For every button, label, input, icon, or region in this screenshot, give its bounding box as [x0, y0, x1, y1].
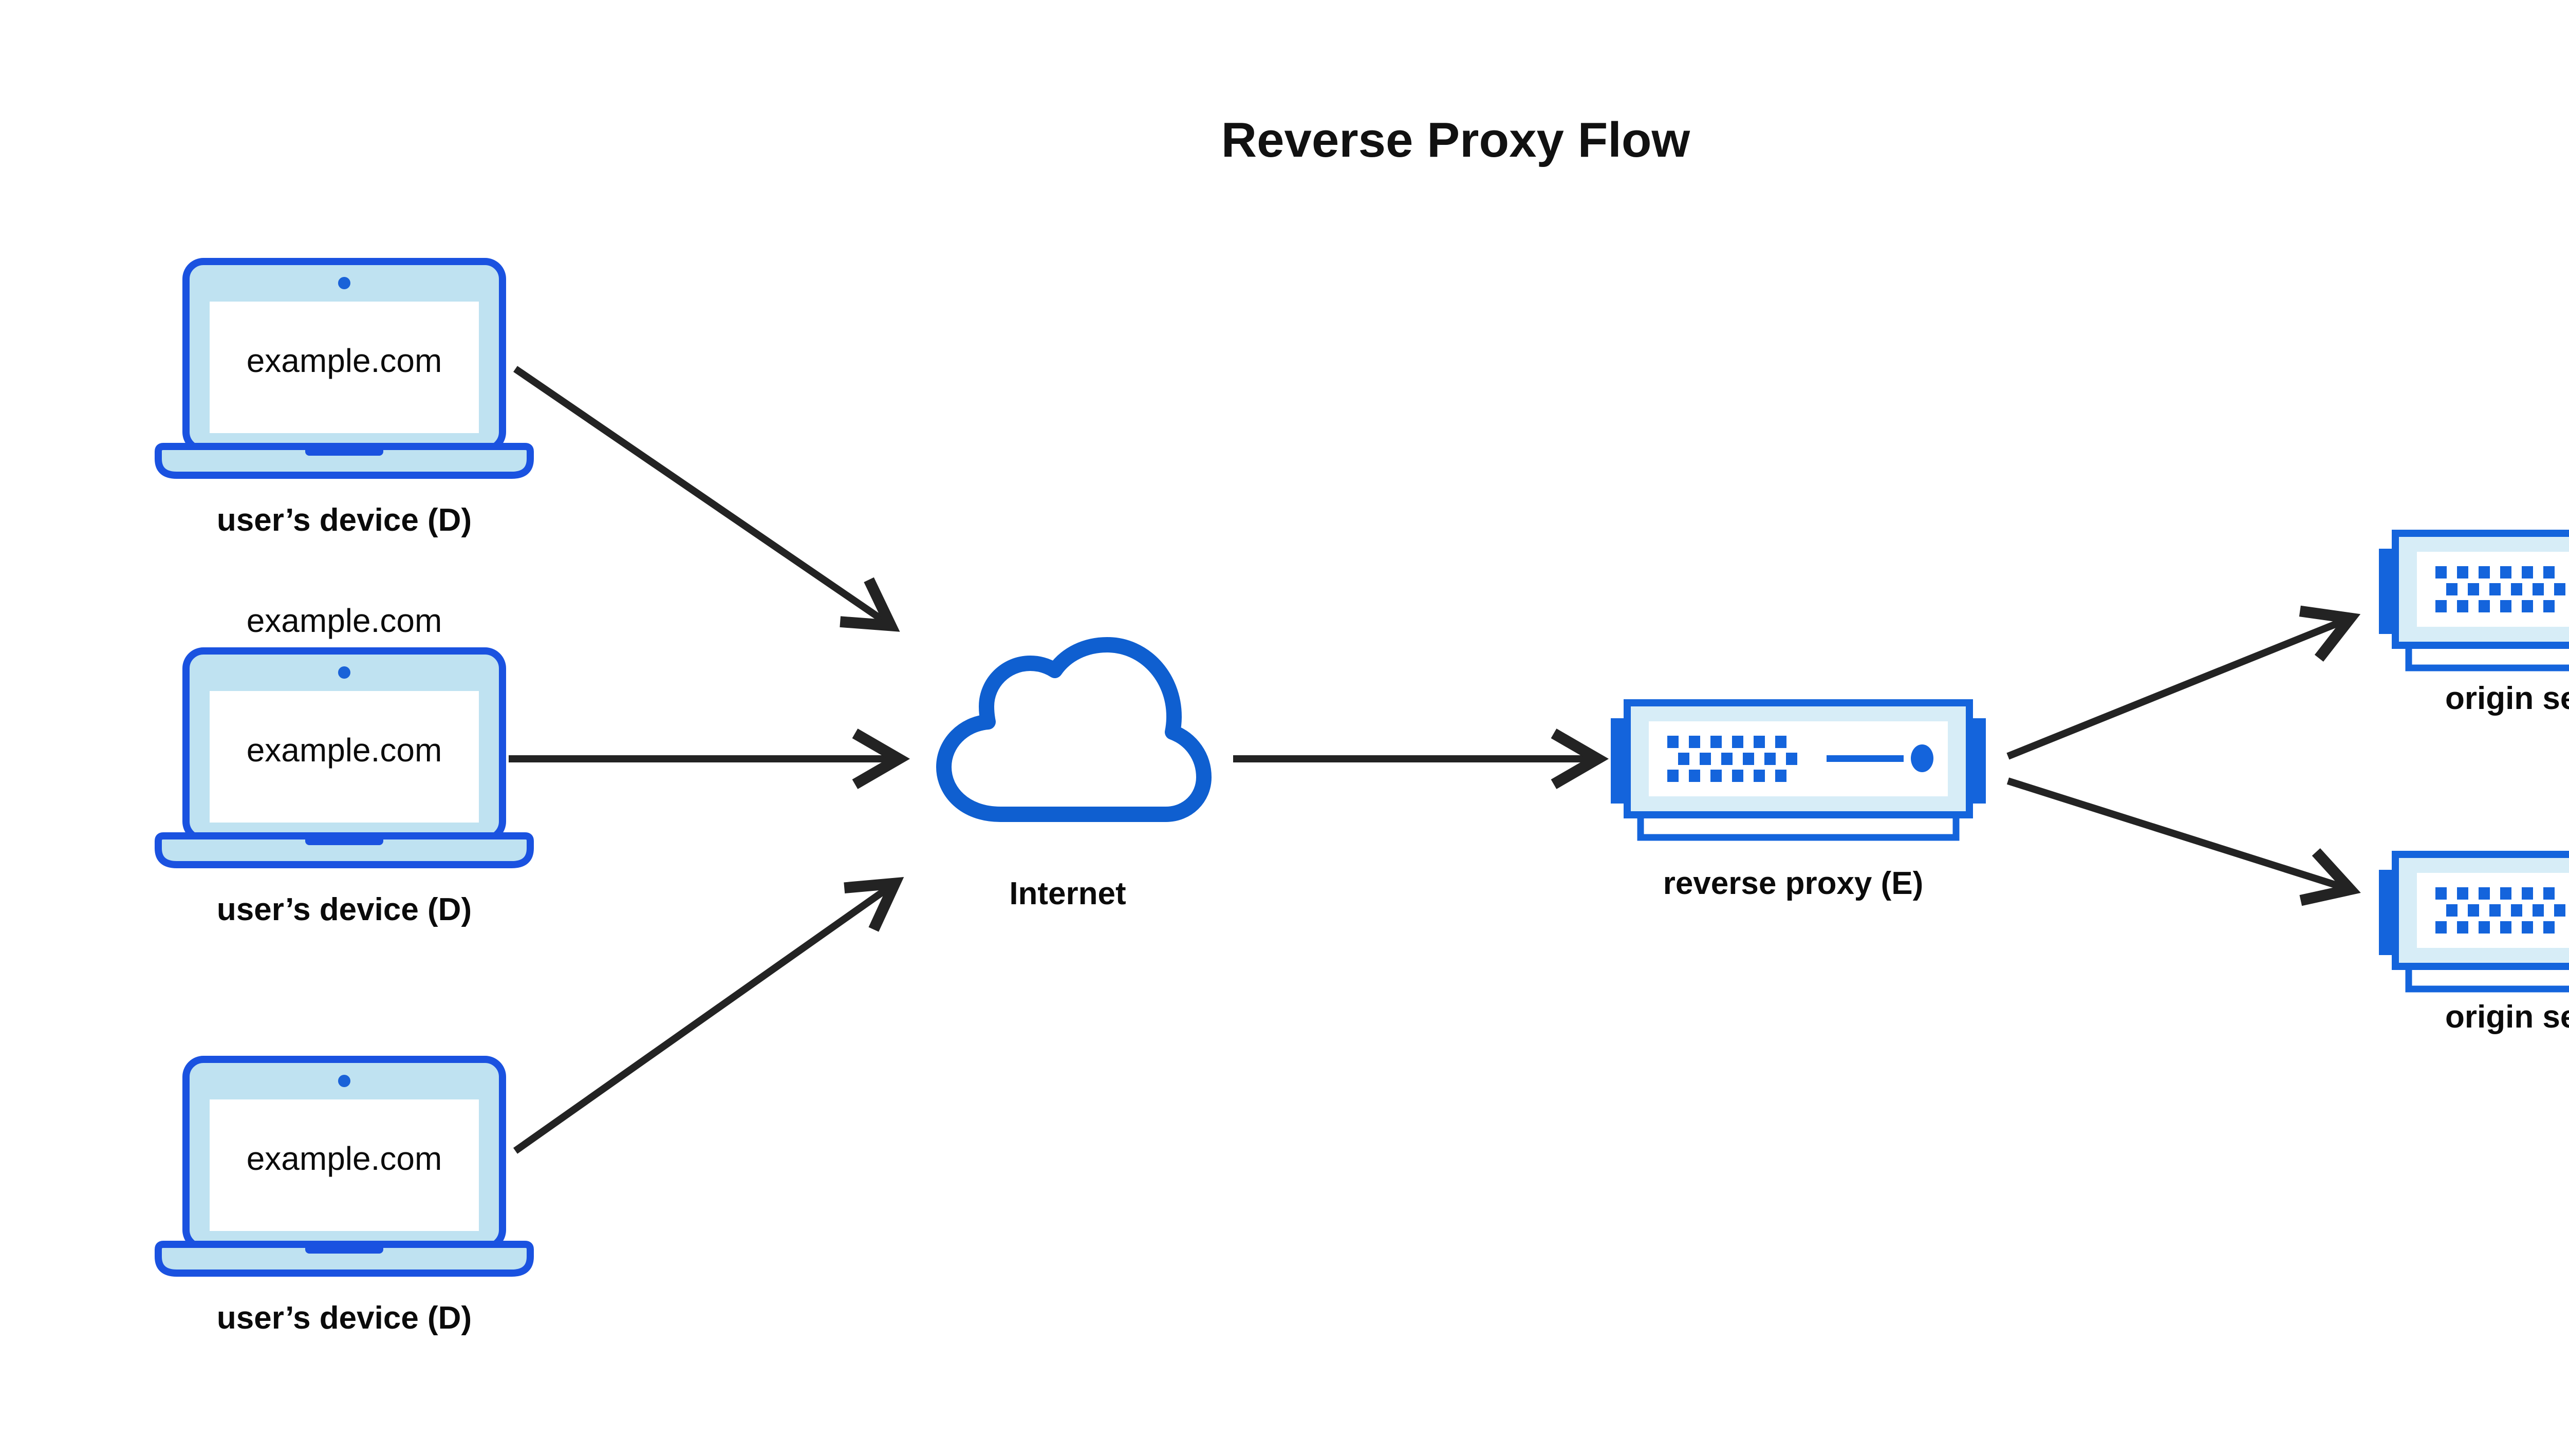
edge-device-top-to-internet — [513, 366, 900, 632]
edges-layer — [509, 366, 2361, 1154]
device-label-top: user’s device (D) — [217, 502, 472, 538]
device-screen-url-bottom: example.com — [247, 1140, 442, 1177]
node-origin-server-bottom[interactable]: origin server (F) — [2379, 854, 2569, 1035]
node-reverse-proxy[interactable]: reverse proxy (E) — [1611, 703, 1986, 901]
node-user-device-bottom[interactable]: example.com user’s device (D) — [158, 1059, 530, 1336]
page-title: Reverse Proxy Flow — [1221, 113, 1690, 167]
edge-device-bottom-to-internet — [513, 876, 904, 1154]
origin-server-label-bottom: origin server (F) — [2445, 999, 2569, 1035]
node-origin-server-top[interactable]: origin server (F) — [2379, 533, 2569, 716]
node-internet[interactable]: Internet — [944, 645, 1204, 911]
device-label-middle: user’s device (D) — [217, 892, 472, 927]
device-screen-url-middle: example.com — [247, 732, 442, 769]
server-icon — [2379, 533, 2569, 668]
server-icon — [1611, 703, 1986, 837]
reverse-proxy-label: reverse proxy (E) — [1663, 866, 1924, 901]
device-screen-url-top: example.com — [247, 342, 442, 379]
server-icon — [2379, 854, 2569, 989]
node-user-device-top[interactable]: example.com example.com user’s device (D… — [158, 262, 530, 639]
origin-server-label-top: origin server (F) — [2445, 681, 2569, 716]
edge-proxy-to-origin-bottom — [2006, 777, 2361, 906]
internet-label: Internet — [1009, 876, 1126, 911]
edge-proxy-to-origin-top — [2006, 605, 2361, 760]
device-screen-text: example.com — [247, 602, 442, 639]
cloud-icon — [944, 645, 1204, 814]
device-label-bottom: user’s device (D) — [217, 1300, 472, 1336]
node-user-device-middle[interactable]: example.com user’s device (D) — [158, 651, 530, 927]
